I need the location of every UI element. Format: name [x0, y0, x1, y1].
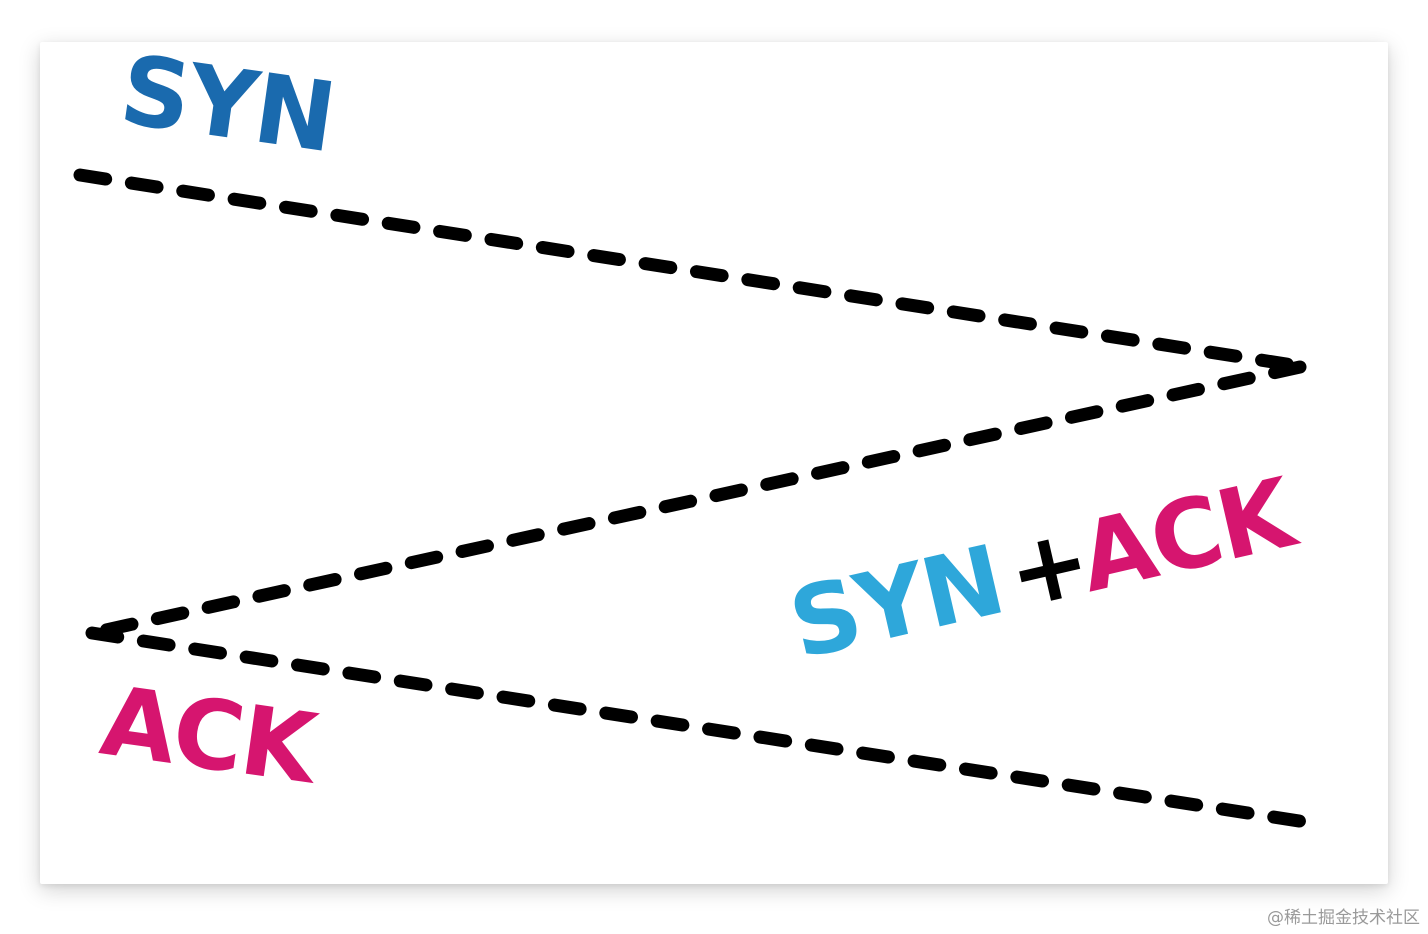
syn-label: SYN [114, 34, 341, 175]
watermark-text: @稀土掘金技术社区 [1267, 908, 1420, 928]
ack-label: ACK [95, 665, 327, 806]
synack-syn-text: SYN [780, 524, 1013, 681]
synack-ack-text: ACK [1069, 456, 1307, 614]
syn-line [73, 168, 1312, 374]
ack-line [85, 626, 1319, 830]
synack-line [85, 360, 1307, 640]
diagram-card [40, 42, 1388, 884]
synack-label: SYN + ACK [780, 456, 1308, 681]
